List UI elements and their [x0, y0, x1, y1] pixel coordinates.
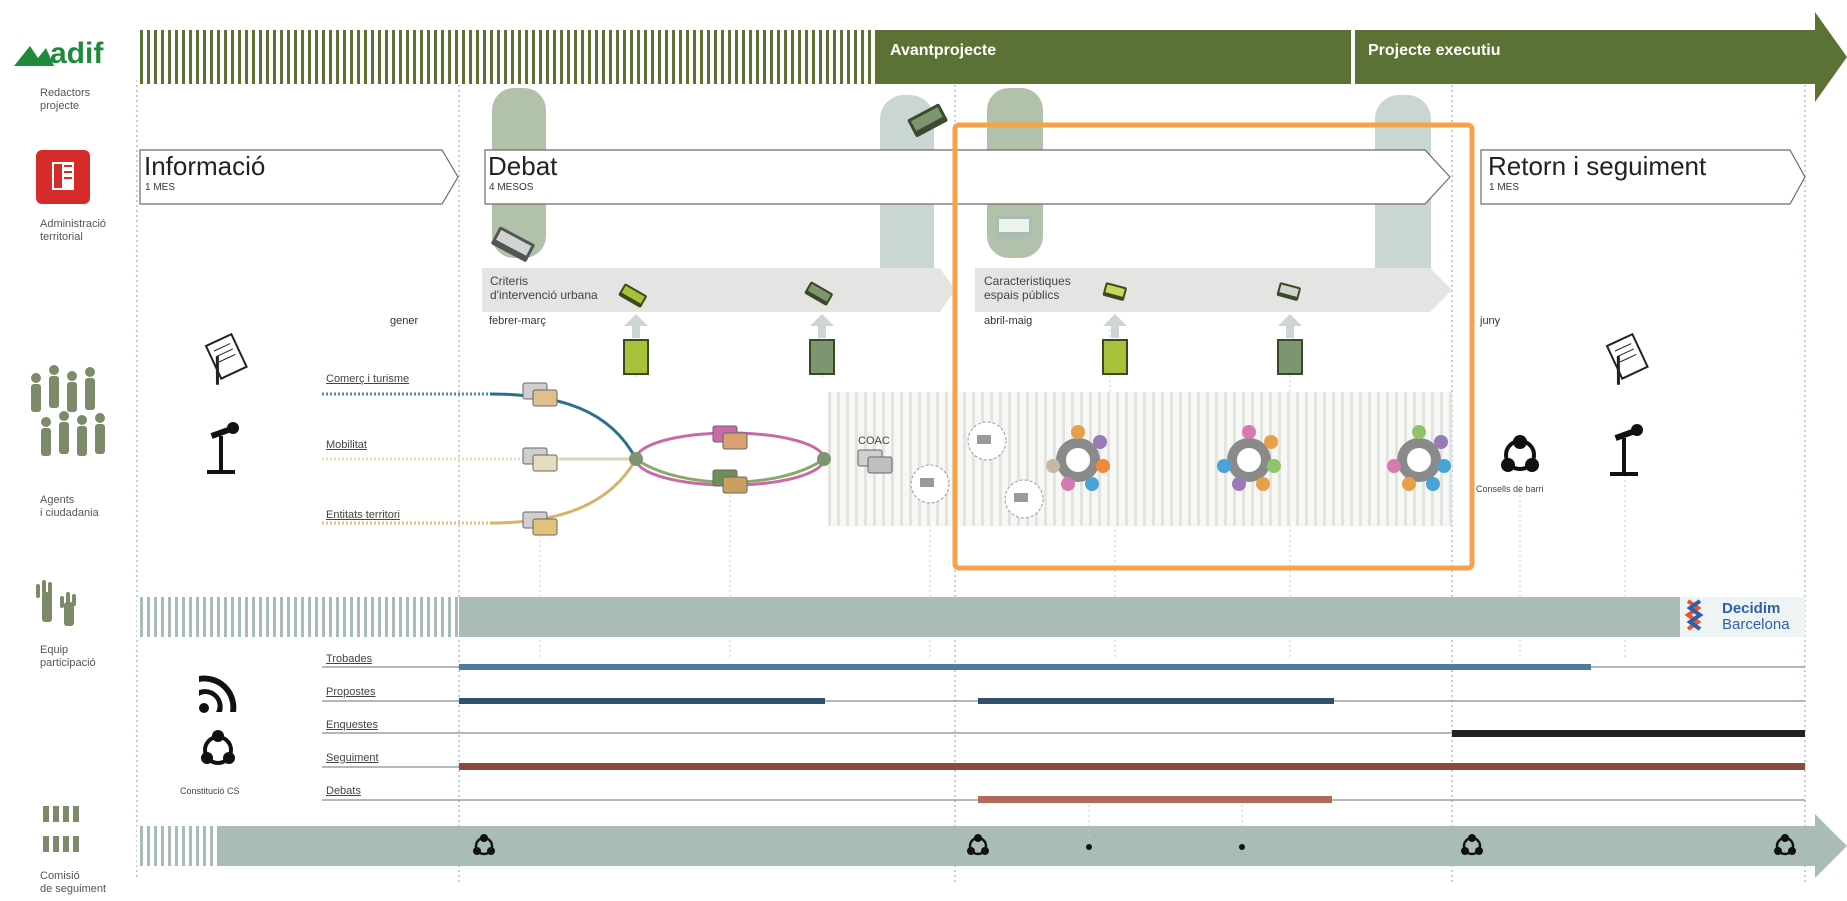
track-label: Propostes — [326, 686, 376, 698]
decidim-logo-icon — [1684, 599, 1704, 631]
equip-band-hatch — [137, 597, 459, 637]
crowd-icon — [31, 365, 105, 456]
debats-bar — [978, 796, 1332, 803]
guide-lines — [136, 80, 1806, 885]
enquestes-bar — [1452, 730, 1805, 737]
trobades-bar — [459, 664, 1591, 670]
decidim-logo: Decidim Barcelona — [1722, 600, 1790, 633]
committee-people-icon — [43, 806, 79, 852]
community-icon — [1501, 435, 1539, 472]
barcelona-shield-icon — [36, 150, 90, 204]
constitucio-icon — [201, 730, 235, 765]
phase-label: Avantprojecte — [890, 42, 997, 59]
adif-logo-icon — [14, 46, 54, 66]
channel-paths — [322, 392, 826, 525]
consell-label: Consells de barri — [1476, 484, 1544, 494]
stage-title: Retorn i seguiment — [1488, 151, 1707, 181]
propostes-bar — [978, 698, 1334, 704]
workshop-gear-icon — [1046, 425, 1451, 491]
channel-label: Entitats territori — [326, 509, 400, 521]
month-label: abril-maig — [984, 315, 1033, 327]
track-label: Seguiment — [326, 752, 379, 764]
propostes-bar — [459, 698, 825, 704]
channel-label: Comerç i turisme — [326, 373, 410, 385]
stage-duration: 1 MES — [1489, 182, 1520, 193]
document-icon — [491, 103, 1301, 308]
channel-label: Mobilitat — [326, 439, 367, 451]
seguiment-bar — [459, 763, 1805, 770]
brand-name: adif — [50, 37, 104, 70]
track-bars — [459, 664, 1805, 803]
month-label: juny — [1480, 315, 1501, 327]
track-label: Trobades — [326, 653, 373, 665]
stage-title: Informació — [144, 151, 266, 181]
participation-band — [828, 392, 1452, 526]
month-label: gener — [390, 315, 419, 327]
constitucio-label: Constitució CS — [180, 786, 240, 796]
microphone-icon — [207, 422, 1643, 476]
hands-icon — [36, 580, 76, 626]
stage-arrows — [139, 149, 1806, 205]
meeting-marker-icon — [473, 834, 1796, 856]
track-label: Enquestes — [326, 719, 378, 731]
comissio-arrow — [137, 814, 1847, 878]
highlight-box — [952, 122, 1475, 571]
file-upload-icon — [623, 314, 1303, 375]
month-label: febrer-març — [489, 315, 546, 327]
stage-duration: 4 MESOS — [489, 182, 534, 193]
flyer-icon — [204, 332, 1649, 385]
track-label: Debats — [326, 785, 361, 797]
coac-label: COAC — [858, 435, 890, 447]
phase-label: Projecte executiu — [1368, 42, 1501, 59]
chat-bubbles-icon — [522, 382, 893, 536]
rss-icon — [199, 675, 237, 713]
sub-stage-arrows — [482, 268, 1452, 312]
phase-arrow — [137, 12, 1847, 102]
equip-band — [459, 597, 1805, 637]
stage-title: Debat — [488, 151, 558, 181]
stage-duration: 1 MES — [145, 182, 176, 193]
